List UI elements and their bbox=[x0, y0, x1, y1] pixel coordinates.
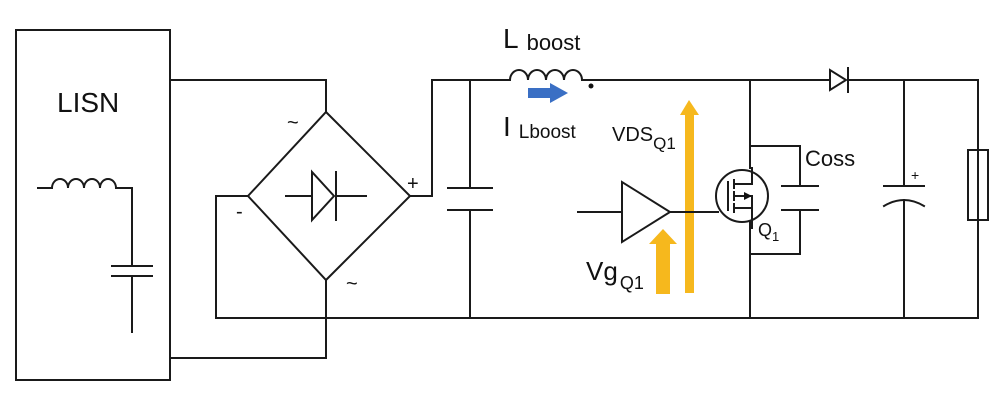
bridge-ac-top-label: ~ bbox=[287, 112, 299, 134]
up-arrow-icon bbox=[685, 115, 694, 293]
lisn-capacitor bbox=[111, 205, 153, 333]
coss-capacitor: Coss bbox=[749, 145, 855, 255]
lisn-label: LISN bbox=[57, 87, 119, 118]
load-resistor bbox=[967, 149, 989, 221]
vds-arrow bbox=[680, 100, 699, 293]
gate-driver bbox=[577, 180, 719, 244]
bridge-diamond bbox=[246, 110, 412, 282]
right-arrow-icon bbox=[528, 88, 550, 98]
mosfet-q1: Q1 bbox=[715, 79, 779, 319]
bridge-diode-icon bbox=[285, 169, 367, 223]
lisn-block: LISN bbox=[15, 29, 171, 381]
bridge-plus-label: + bbox=[407, 173, 419, 195]
bulk-capacitor-polarity: + bbox=[911, 167, 919, 183]
current-arrow bbox=[528, 83, 568, 103]
diode-icon bbox=[829, 68, 848, 92]
input-capacitor bbox=[447, 79, 493, 319]
q1-label: Q1 bbox=[758, 220, 779, 244]
bulk-capacitor: + bbox=[882, 79, 926, 319]
lisn-box bbox=[15, 29, 171, 381]
mosfet-symbol-icon bbox=[715, 169, 769, 223]
vg-arrow bbox=[649, 229, 677, 294]
ac-feed-wires bbox=[169, 79, 327, 359]
up-arrow-icon bbox=[656, 244, 670, 294]
bridge-minus-label: - bbox=[236, 201, 243, 223]
coss-label: Coss bbox=[805, 146, 855, 171]
inductor-dot-marker bbox=[588, 83, 594, 89]
output-diode bbox=[829, 67, 849, 93]
driver-triangle-icon bbox=[621, 180, 672, 244]
lisn-inductor bbox=[37, 178, 133, 207]
bridge-rectifier: ~ ~ + - bbox=[236, 110, 419, 295]
dc-rails bbox=[215, 79, 979, 319]
bridge-ac-bottom-label: ~ bbox=[346, 273, 358, 295]
resistor-icon bbox=[967, 149, 989, 221]
vds-label: VDSQ1 bbox=[612, 124, 676, 153]
